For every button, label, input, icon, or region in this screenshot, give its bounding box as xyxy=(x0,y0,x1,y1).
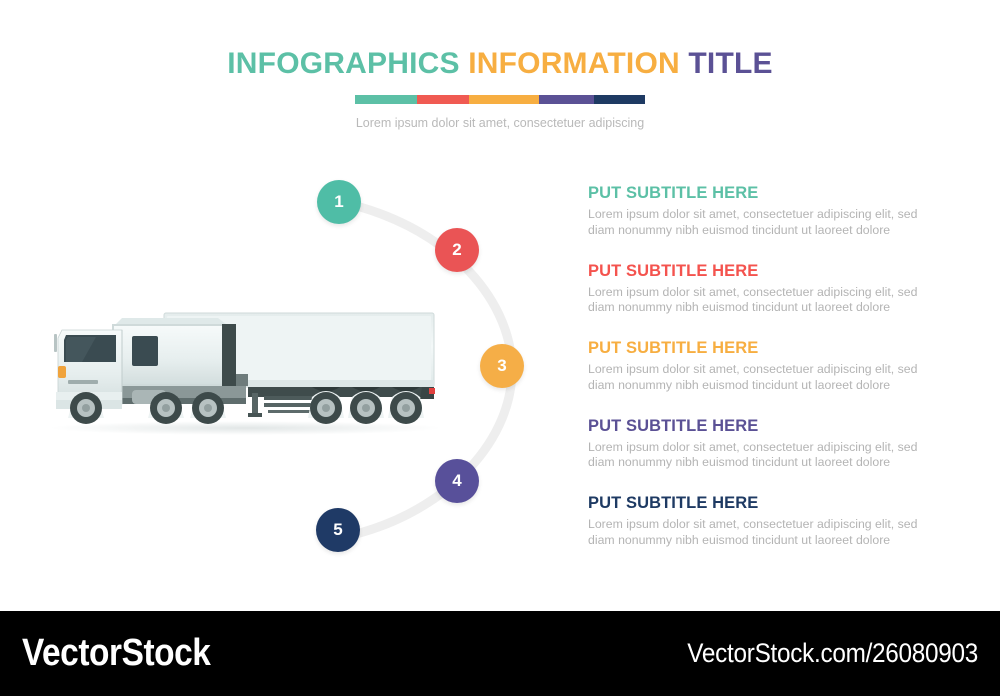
watermark-footer: VectorStock VectorStock.com/26080903 xyxy=(0,611,1000,696)
content-block-4: PUT SUBTITLE HERE Lorem ipsum dolor sit … xyxy=(588,416,938,471)
content-block-1: PUT SUBTITLE HERE Lorem ipsum dolor sit … xyxy=(588,183,938,238)
wheel-trailer-3 xyxy=(388,391,424,424)
trailer-chassis xyxy=(248,387,435,417)
step-node-3-label: 3 xyxy=(497,356,507,375)
step-node-2[interactable]: 2 xyxy=(435,228,479,272)
content-block-4-heading: PUT SUBTITLE HERE xyxy=(588,416,759,435)
footer-brand: VectorStock xyxy=(22,632,211,674)
wheel-front xyxy=(68,392,104,424)
step-node-4[interactable]: 4 xyxy=(435,459,479,503)
footer-url: VectorStock.com/26080903 xyxy=(687,638,978,668)
accent-segment-purple xyxy=(539,95,594,104)
accent-color-bar xyxy=(355,95,646,104)
page-title: INFOGRAPHICS INFORMATION TITLE xyxy=(0,44,1000,84)
header-subtitle: Lorem ipsum dolor sit amet, consectetuer… xyxy=(355,116,645,130)
step-node-5-label: 5 xyxy=(333,520,343,539)
title-word-information: INFORMATION xyxy=(468,47,680,80)
turn-signal-icon xyxy=(58,366,66,378)
wheel-drive-1 xyxy=(148,392,184,424)
content-block-2-description: Lorem ipsum dolor sit amet, consectetuer… xyxy=(588,284,918,315)
semi-truck-illustration xyxy=(50,312,442,435)
content-block-5-description: Lorem ipsum dolor sit amet, consectetuer… xyxy=(588,517,918,547)
content-block-3: PUT SUBTITLE HERE Lorem ipsum dolor sit … xyxy=(588,338,938,393)
wheel-trailer-1 xyxy=(308,391,344,424)
truck-ground-shadow xyxy=(50,421,442,435)
accent-segment-orange xyxy=(468,95,540,104)
accent-segment-navy xyxy=(593,95,646,104)
content-block-4-description: Lorem ipsum dolor sit amet, consectetuer… xyxy=(588,439,918,470)
content-block-5-heading: PUT SUBTITLE HERE xyxy=(588,494,759,512)
taillight-icon xyxy=(429,388,435,394)
title-word-infographics: INFOGRAPHICS xyxy=(227,47,460,80)
content-block-2-heading: PUT SUBTITLE HERE xyxy=(588,261,759,280)
title-space-1 xyxy=(460,47,469,80)
truck-wheels xyxy=(68,391,424,424)
content-block-1-description: Lorem ipsum dolor sit amet, consectetuer… xyxy=(588,207,918,237)
content-block-3-description: Lorem ipsum dolor sit amet, consectetuer… xyxy=(588,362,918,392)
step-node-2-label: 2 xyxy=(452,240,462,259)
content-block-1-heading: PUT SUBTITLE HERE xyxy=(588,184,759,202)
accent-segment-teal xyxy=(355,95,418,104)
content-block-2: PUT SUBTITLE HERE Lorem ipsum dolor sit … xyxy=(588,261,938,316)
content-column: PUT SUBTITLE HERE Lorem ipsum dolor sit … xyxy=(588,183,938,548)
accent-segment-red xyxy=(417,95,469,104)
step-node-5[interactable]: 5 xyxy=(316,508,360,552)
truck-cab xyxy=(54,318,236,409)
wheel-drive-2 xyxy=(190,392,226,424)
wheel-trailer-2 xyxy=(348,391,384,424)
content-block-5: PUT SUBTITLE HERE Lorem ipsum dolor sit … xyxy=(588,493,938,548)
step-node-3[interactable]: 3 xyxy=(480,344,524,388)
step-node-1-label: 1 xyxy=(334,192,344,211)
title-word-title: TITLE xyxy=(688,47,773,80)
step-node-4-label: 4 xyxy=(452,471,462,490)
step-node-1[interactable]: 1 xyxy=(317,180,361,224)
content-block-3-heading: PUT SUBTITLE HERE xyxy=(588,339,759,357)
header: INFOGRAPHICS INFORMATION TITLE Lorem ips… xyxy=(0,44,1000,131)
